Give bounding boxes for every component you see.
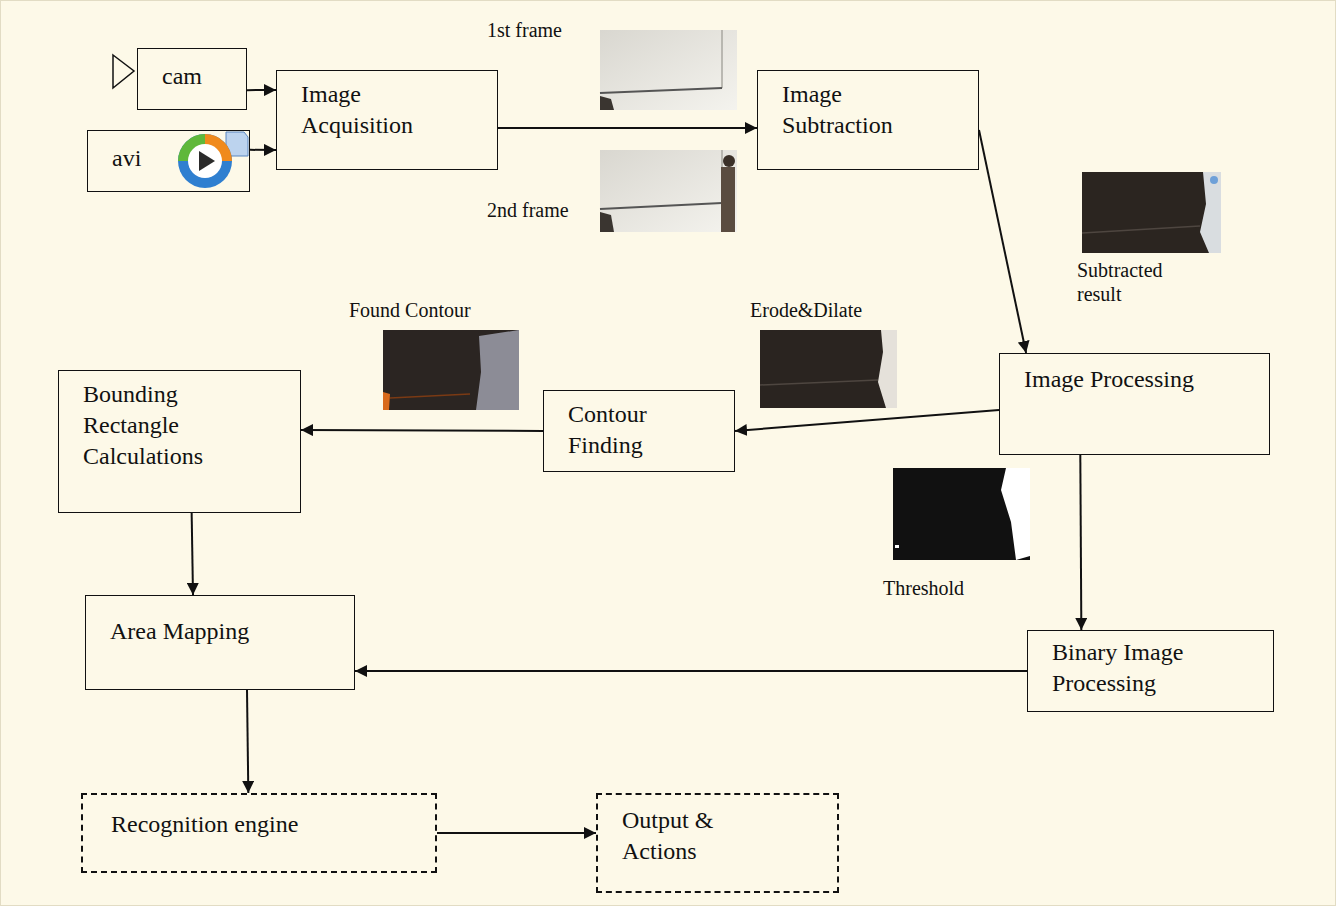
image-caption: Threshold — [883, 576, 964, 600]
box-label: Image Processing — [1024, 364, 1194, 395]
thumbnail-ground — [600, 150, 737, 232]
faint-edge — [760, 380, 878, 385]
image-caption: Erode&Dilate — [750, 298, 862, 322]
camera-symbol — [113, 55, 134, 88]
image-caption: 2nd frame — [487, 198, 569, 222]
contour-mark — [383, 392, 390, 410]
process-box: Image Subtraction — [757, 70, 979, 170]
thumbnail-ground — [600, 30, 737, 110]
media-player-icon — [178, 132, 248, 188]
threshold-thumbnail — [893, 468, 1030, 560]
board-edge — [600, 88, 722, 93]
process-box: Contour Finding — [543, 390, 735, 472]
image-caption: Found Contour — [349, 298, 471, 322]
player-ring — [178, 134, 232, 188]
box-label: avi — [112, 143, 141, 174]
flow-arrow — [437, 832, 596, 834]
thumbnail-ground — [760, 330, 897, 408]
box-label: Area Mapping — [110, 616, 249, 647]
flow-arrow — [250, 149, 276, 151]
erode-thumbnail — [760, 330, 897, 408]
play-symbol — [199, 151, 215, 171]
frame-thumbnail — [600, 30, 737, 110]
threshold-region — [1001, 468, 1030, 560]
process-box: Binary Image Processing — [1027, 630, 1274, 712]
board-edge — [721, 30, 723, 88]
image-caption: 1st frame — [487, 18, 562, 42]
flow-arrow — [735, 410, 999, 431]
dark-spot — [600, 212, 614, 232]
process-box: avi — [87, 130, 250, 192]
flow-arrow — [247, 690, 248, 793]
player-center — [188, 144, 222, 178]
box-label: Image Subtraction — [782, 79, 952, 141]
box-label: cam — [162, 61, 202, 92]
person-head — [723, 155, 735, 167]
thumbnail-ground — [383, 330, 519, 410]
subtracted-thumbnail — [1082, 172, 1221, 253]
image-caption: Subtracted result — [1077, 258, 1207, 306]
box-label: Recognition engine — [111, 809, 298, 840]
process-box: Bounding Rectangle Calculations — [58, 370, 301, 513]
box-label: Image Acquisition — [301, 79, 471, 141]
process-box: Image Processing — [999, 353, 1270, 455]
dark-spot — [600, 96, 614, 110]
thumbnail-ground — [893, 468, 1030, 560]
moving-region — [878, 330, 897, 408]
box-label: Binary Image Processing — [1052, 637, 1247, 699]
person-body — [721, 167, 735, 232]
faint-edge — [1082, 226, 1200, 233]
flow-arrow — [192, 513, 193, 595]
box-label: Bounding Rectangle Calculations — [83, 379, 263, 472]
flow-arrow — [498, 127, 757, 129]
thumbnail-ground — [1082, 172, 1221, 253]
frame-thumbnail — [600, 150, 737, 232]
contour-region — [476, 330, 519, 410]
colour-spot — [1210, 176, 1218, 184]
flow-arrow — [979, 130, 1026, 353]
box-label: Output & Actions — [622, 805, 742, 867]
contour-thumbnail — [383, 330, 519, 410]
faint-edge — [390, 394, 470, 398]
flow-arrow — [355, 670, 1027, 672]
flow-arrow — [1080, 455, 1081, 630]
planned-box: Output & Actions — [596, 793, 839, 893]
flow-arrow — [301, 429, 543, 432]
planned-box: Recognition engine — [81, 793, 437, 873]
moving-region — [1200, 172, 1221, 253]
process-box: Image Acquisition — [276, 70, 498, 170]
threshold-speck — [895, 545, 899, 548]
process-box: Area Mapping — [85, 595, 355, 690]
process-box: cam — [137, 48, 247, 110]
board-edge — [600, 203, 722, 209]
flow-arrow — [247, 89, 276, 91]
box-label: Contour Finding — [568, 399, 708, 461]
